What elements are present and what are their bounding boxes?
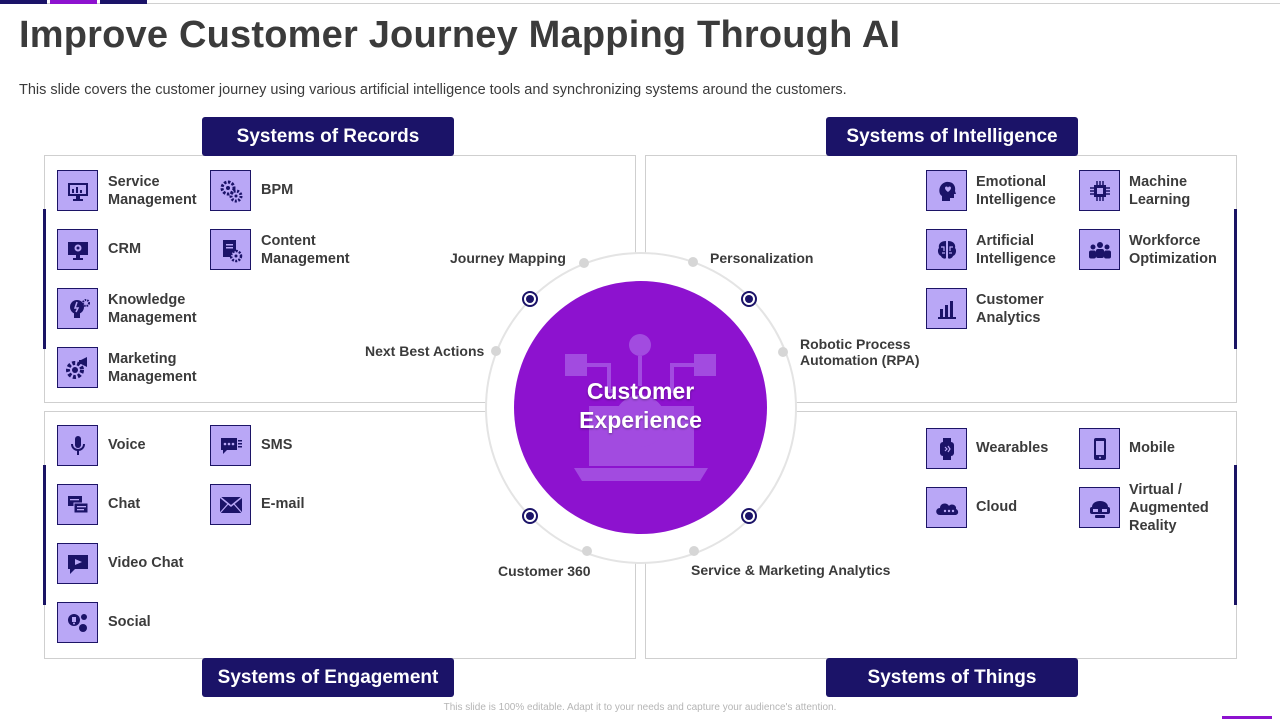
chat-icon (57, 484, 98, 525)
top-rule (0, 3, 1280, 4)
team-icon (1079, 229, 1120, 270)
label-email: E-mail (261, 496, 305, 512)
panel-accent-records (43, 209, 46, 349)
page-subtitle: This slide covers the customer journey u… (19, 82, 847, 98)
head-heart-icon (926, 170, 967, 211)
ring-node-bottom-right (741, 508, 757, 524)
ring-node-bottom-left (522, 508, 538, 524)
top-accent-2 (50, 0, 97, 4)
document-gear-icon (210, 229, 251, 270)
cloud-icon (926, 487, 967, 528)
ring-dot-service-marketing (689, 546, 699, 556)
brain-icon (926, 229, 967, 270)
label-machine-learning: Machine Learning (1129, 174, 1191, 208)
ring-dot-next-best-actions (491, 346, 501, 356)
bulb-gear-icon (57, 288, 98, 329)
label-bpm: BPM (261, 182, 294, 198)
gears-icon (210, 170, 251, 211)
label-knowledge-management: Knowledge Management (108, 292, 197, 326)
ring-node-top-right (741, 291, 757, 307)
label-virtual-augmented-reality: Virtual / Augmented Reality (1129, 482, 1209, 534)
ring-dot-journey-mapping (579, 258, 589, 268)
corner-accent (1222, 716, 1272, 719)
envelope-icon (210, 484, 251, 525)
label-customer-360: Customer 360 (498, 563, 591, 579)
smartwatch-icon (926, 428, 967, 469)
monitor-chart-icon (57, 170, 98, 211)
footer-note: This slide is 100% editable. Adapt it to… (443, 702, 837, 713)
label-chat: Chat (108, 496, 141, 512)
label-service-marketing-analytics: Service & Marketing Analytics (691, 562, 891, 578)
network-laptop-icon (565, 334, 716, 481)
label-emotional-intelligence: Emotional Intelligence (976, 174, 1056, 208)
header-systems-of-things: Systems of Things (826, 658, 1078, 697)
bar-chart-icon (926, 288, 967, 329)
ring-dot-personalization (688, 257, 698, 267)
video-chat-icon (57, 543, 98, 584)
label-crm: CRM (108, 241, 142, 257)
monitor-settings-icon (57, 229, 98, 270)
header-systems-of-records: Systems of Records (202, 117, 454, 156)
panel-accent-intelligence (1234, 209, 1237, 349)
header-systems-of-intelligence: Systems of Intelligence (826, 117, 1078, 156)
label-social: Social (108, 614, 151, 630)
label-customer-analytics: Customer Analytics (976, 292, 1044, 326)
center-label: Customer Experience (579, 378, 702, 433)
ring-node-top-left (522, 291, 538, 307)
sms-icon (210, 425, 251, 466)
label-sms: SMS (261, 437, 293, 453)
top-accent-1 (0, 0, 47, 4)
ring-dot-customer-360 (582, 546, 592, 556)
page-title: Improve Customer Journey Mapping Through… (19, 14, 901, 56)
ring-dot-rpa (778, 347, 788, 357)
panel-accent-things (1234, 465, 1237, 605)
label-artificial-intelligence: Artificial Intelligence (976, 233, 1056, 267)
label-cloud: Cloud (976, 499, 1018, 515)
label-mobile: Mobile (1129, 440, 1175, 456)
label-wearables: Wearables (976, 440, 1049, 456)
label-content-management: Content Management (261, 233, 350, 267)
mobile-icon (1079, 428, 1120, 469)
label-personalization: Personalization (710, 250, 814, 266)
label-workforce-optimization: Workforce Optimization (1129, 233, 1217, 267)
label-marketing-management: Marketing Management (108, 351, 197, 385)
label-service-management: Service Management (108, 174, 197, 208)
vr-headset-icon (1079, 487, 1120, 528)
label-journey-mapping: Journey Mapping (450, 250, 566, 266)
microphone-icon (57, 425, 98, 466)
label-video-chat: Video Chat (108, 555, 184, 571)
social-icon (57, 602, 98, 643)
header-systems-of-engagement: Systems of Engagement (202, 658, 454, 697)
megaphone-gear-icon (57, 347, 98, 388)
panel-accent-engagement (43, 465, 46, 605)
top-accent-3 (100, 0, 147, 4)
chip-icon (1079, 170, 1120, 211)
label-next-best-actions: Next Best Actions (365, 343, 485, 359)
customer-experience-circle (514, 281, 767, 534)
label-voice: Voice (108, 437, 146, 453)
label-rpa: Robotic Process Automation (RPA) (800, 336, 920, 368)
